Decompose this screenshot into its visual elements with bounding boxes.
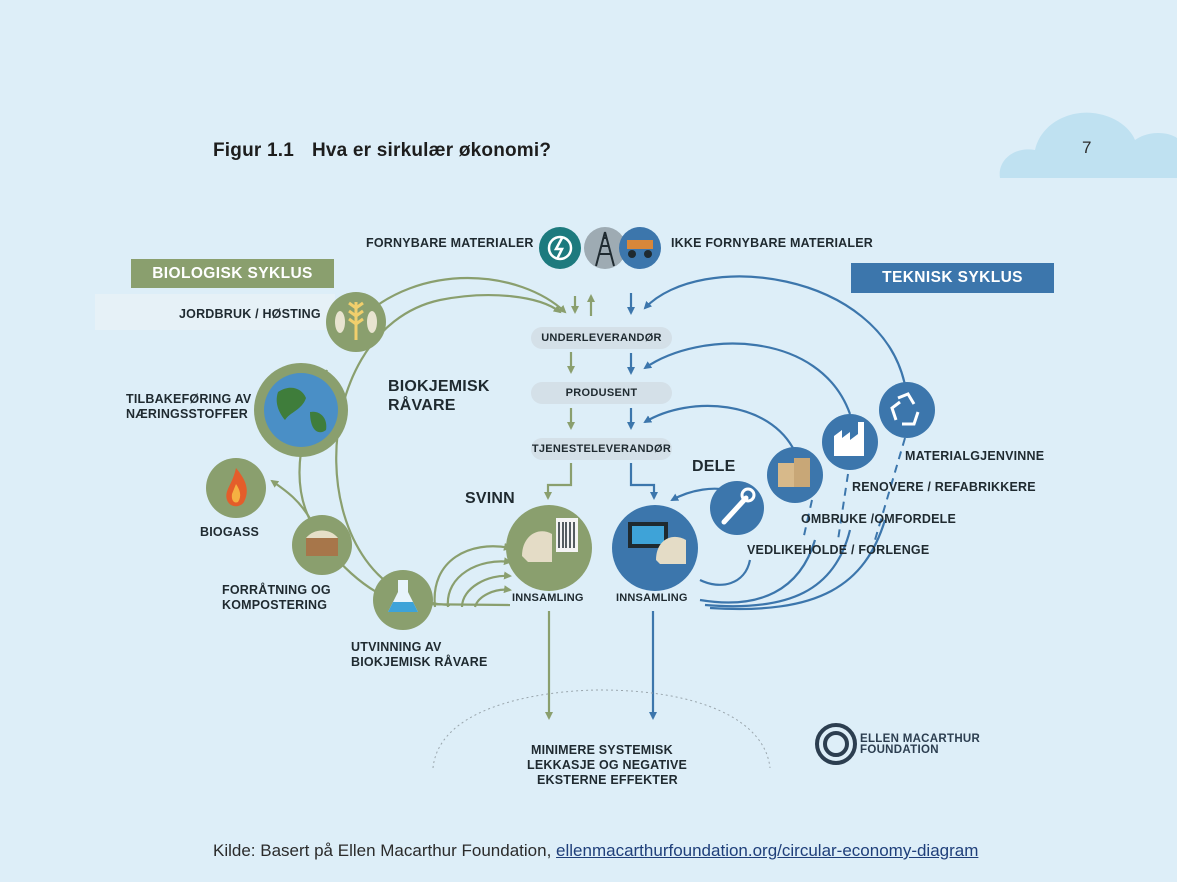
leakage-label-line3: EKSTERNE EFFEKTER <box>537 773 678 787</box>
tech-to-user-arrow <box>629 463 658 500</box>
bio-to-waste-arrow <box>544 463 573 500</box>
tech-collect-1 <box>699 539 817 604</box>
maintain-label: VEDLIKEHOLDE / FORLENGE <box>747 543 930 557</box>
nutrients-label-line1: TILBAKEFØRING AV <box>126 392 252 406</box>
feedstock-label-line1: BIOKJEMISK <box>388 378 490 395</box>
boxes-icon <box>767 447 823 503</box>
tech-dash-3 <box>874 437 906 541</box>
source-link[interactable]: ellenmacarthurfoundation.org/circular-ec… <box>556 841 979 860</box>
flask-icon <box>373 570 433 630</box>
wrench-icon <box>710 481 764 535</box>
tech-collect-2 <box>704 529 852 608</box>
collection-tech-label: INNSAMLING <box>616 592 688 604</box>
tech-maintain-loop <box>699 559 752 586</box>
tech-refurbish-loop <box>643 342 852 415</box>
waste-label: SVINN <box>465 490 515 507</box>
globe-icon <box>254 363 348 457</box>
consumer-waste-icon <box>506 505 592 591</box>
compost-label-line2: KOMPOSTERING <box>222 598 328 612</box>
tech-recycle-loop <box>643 275 907 386</box>
fire-icon <box>206 458 266 518</box>
share-label: DELE <box>692 458 736 475</box>
farming-label: JORDBRUK / HØSTING <box>179 307 321 321</box>
figure-title-text: Hva er sirkulær økonomi? <box>311 140 552 161</box>
renewable-icon <box>539 227 581 269</box>
value-chain-supplier: UNDERLEVERANDØR <box>531 327 672 349</box>
bio-cascade-2 <box>446 557 512 608</box>
tech-dash-2 <box>837 473 849 541</box>
tech-dash-1 <box>802 499 813 541</box>
label-panel <box>95 294 335 330</box>
value-chain-producer: PRODUSENT <box>531 382 672 404</box>
bio-cascade-1 <box>433 542 512 608</box>
compost-icon <box>292 515 352 575</box>
recycle-icon <box>879 382 935 438</box>
extraction-label-line1: UTVINNING AV <box>351 640 442 654</box>
technical-cycle-banner: TEKNISK SYKLUS <box>851 263 1054 293</box>
bio-cascade-3 <box>460 571 512 608</box>
mining-truck-icon <box>619 227 661 269</box>
feedstock-label-line2: RÅVARE <box>388 397 456 414</box>
biogas-label: BIOGASS <box>200 525 260 539</box>
tech-collect-3 <box>709 519 887 610</box>
reuse-label: OMBRUKE /OMFORDELE <box>801 512 956 526</box>
user-computer-icon <box>612 505 698 591</box>
emf-logo-line2: FOUNDATION <box>860 744 939 756</box>
recycle-label: MATERIALGJENVINNE <box>905 449 1045 463</box>
nutrients-label-line2: NÆRINGSSTOFFER <box>126 407 249 421</box>
extraction-label-line2: BIOKJEMISK RÅVARE <box>351 655 488 669</box>
cloud-decoration <box>999 112 1177 178</box>
collection-bio-label: INNSAMLING <box>512 592 584 604</box>
tech-reuse-loop <box>643 404 796 453</box>
biological-cycle-banner: BIOLOGISK SYKLUS <box>131 259 334 288</box>
value-chain-service-provider: TJENESTELEVERANDØR <box>531 438 672 460</box>
compost-label-line1: FORRÅTNING OG <box>222 583 331 597</box>
emf-logo-text: ELLEN MACARTHUR FOUNDATION <box>860 733 981 756</box>
wheat-fish-icon <box>326 292 386 352</box>
factory-icon <box>822 414 878 470</box>
figure-title: Figur 1.1 Hva er sirkulær økonomi? <box>213 140 551 162</box>
emf-logo-icon <box>815 723 857 765</box>
renewable-materials-label: FORNYBARE MATERIALER <box>366 236 534 250</box>
bio-biogas-arrow <box>270 479 313 523</box>
leakage-label-line1: MINIMERE SYSTEMISK <box>531 743 673 757</box>
leakage-label-line2: LEKKASJE OG NEGATIVE <box>527 758 688 772</box>
refurbish-label: RENOVERE / REFABRIKKERE <box>852 480 1036 494</box>
page-number: 7 <box>1082 138 1092 157</box>
source-citation: Kilde: Basert på Ellen Macarthur Foundat… <box>213 841 978 861</box>
bio-feed-arrow-1 <box>356 276 567 323</box>
oil-rig-icon <box>584 227 626 269</box>
non-renewable-materials-label: IKKE FORNYBARE MATERIALER <box>671 236 873 250</box>
emf-logo-line1: ELLEN MACARTHUR <box>860 733 981 745</box>
source-prefix: Kilde: Basert på Ellen Macarthur Foundat… <box>213 841 557 860</box>
figure-number: Figur 1.1 <box>213 140 294 161</box>
